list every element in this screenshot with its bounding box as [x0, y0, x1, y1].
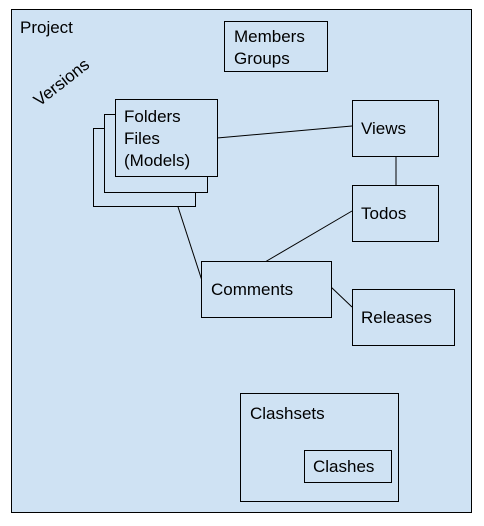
clashsets-label: Clashsets	[250, 404, 325, 423]
folders-label: Folders	[124, 107, 181, 126]
views-box: Views	[352, 100, 439, 157]
members-label: Members	[234, 27, 305, 46]
clashes-box: Clashes	[304, 450, 392, 483]
connector-folders-views	[216, 125, 353, 139]
members-groups-box: Members Groups	[224, 21, 328, 72]
releases-box: Releases	[352, 289, 455, 346]
groups-label: Groups	[234, 49, 290, 68]
clashsets-box: Clashsets Clashes	[240, 393, 399, 502]
releases-label: Releases	[361, 308, 432, 327]
views-label: Views	[361, 119, 407, 138]
connector-comments-releases	[330, 286, 353, 308]
models-label: (Models)	[124, 151, 191, 170]
todos-label: Todos	[361, 204, 407, 223]
comments-box: Comments	[201, 261, 332, 318]
project-label: Project	[20, 18, 73, 37]
todos-box: Todos	[352, 185, 439, 242]
comments-label: Comments	[211, 280, 294, 299]
clashes-label: Clashes	[313, 457, 375, 476]
files-label: Files	[124, 129, 160, 148]
connector-todos-comments	[264, 210, 353, 263]
folders-files-box: Folders Files (Models)	[115, 99, 218, 177]
